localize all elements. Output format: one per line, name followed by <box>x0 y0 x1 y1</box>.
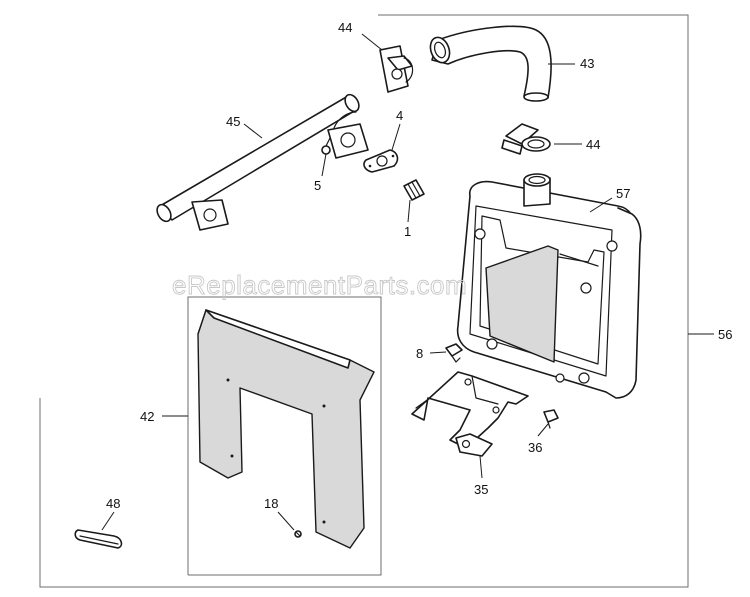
callout-42: 42 <box>140 409 154 424</box>
watermark: eReplacementParts.com <box>172 270 467 300</box>
callout-45: 45 <box>226 114 240 129</box>
stud-part <box>403 179 425 201</box>
callout-56: 56 <box>718 327 732 342</box>
leader-5 <box>321 153 327 177</box>
callout-8: 8 <box>416 346 423 361</box>
leader-36 <box>537 423 549 437</box>
muffler-part <box>456 173 642 399</box>
manifold-stud-part <box>321 137 331 155</box>
callout-57: 57 <box>616 186 630 201</box>
gasket-part <box>363 149 399 173</box>
callout-5: 5 <box>314 178 321 193</box>
clamp-bracket-right-part <box>501 123 551 155</box>
clamp-bracket-top-part <box>379 45 414 93</box>
heat-shield-part <box>197 309 375 549</box>
bolt-36-part <box>543 409 559 429</box>
callout-35: 35 <box>474 482 488 497</box>
leader-4 <box>391 123 401 151</box>
screw-18-part <box>294 530 302 538</box>
leader-1 <box>407 199 411 223</box>
callout-44-top: 44 <box>338 20 352 35</box>
leader-35 <box>479 455 483 479</box>
leader-57 <box>589 197 613 213</box>
callout-18: 18 <box>264 496 278 511</box>
callout-4: 4 <box>396 108 403 123</box>
bolt-8-part <box>445 343 463 363</box>
callout-48: 48 <box>106 496 120 511</box>
exhaust-tube-part <box>429 25 552 102</box>
leader-18 <box>277 511 295 531</box>
leader-48 <box>101 511 115 531</box>
leader-45 <box>243 123 263 139</box>
callout-43: 43 <box>580 56 594 71</box>
callout-1: 1 <box>404 224 411 239</box>
callout-44-right: 44 <box>586 137 600 152</box>
heat-shield-subframe <box>187 296 382 576</box>
leader-44-top <box>361 33 383 51</box>
callout-36: 36 <box>528 440 542 455</box>
main-assembly-frame <box>39 14 689 588</box>
leader-8 <box>429 351 447 354</box>
spring-clip-part <box>74 529 123 549</box>
mounting-bracket-part <box>411 371 529 457</box>
exhaust-manifold-part <box>156 93 369 231</box>
